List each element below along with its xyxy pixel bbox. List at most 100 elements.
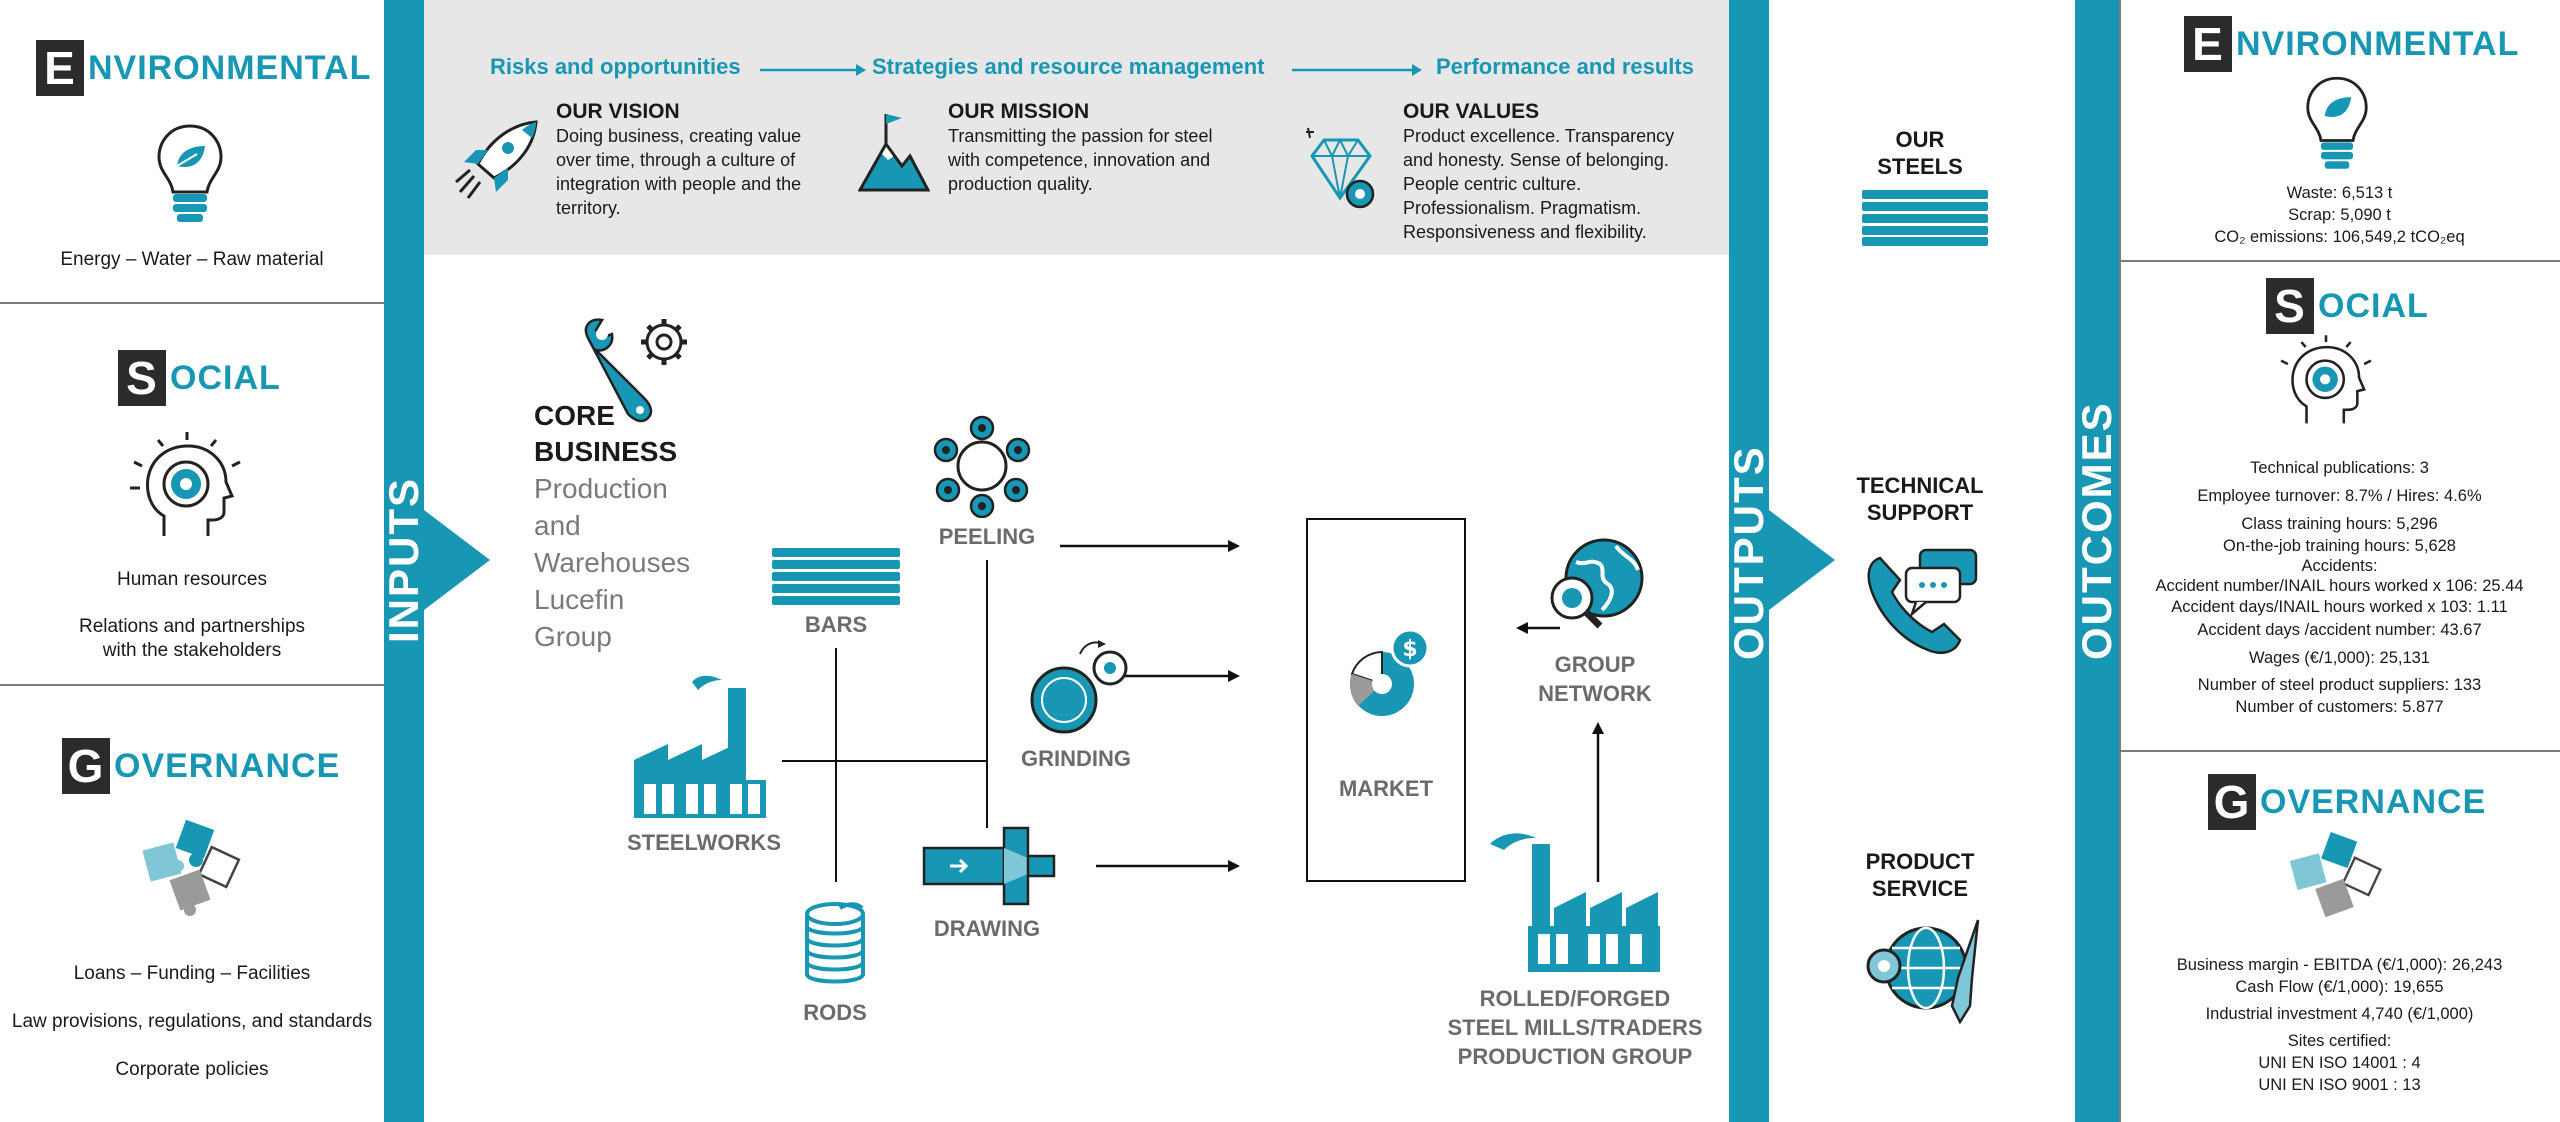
steelworks-label: STEELWORKS [626,830,781,855]
core-sub: Warehouses [534,547,691,578]
outcomes-bar [2075,0,2119,1122]
svg-text:$: $ [1402,637,1417,662]
metric-line: UNI EN ISO 14001 : 4 [2258,1054,2421,1072]
title-rest: NVIRONMENTAL [88,48,372,87]
item-text: Human resources [117,569,267,590]
outputs-bar [1729,0,1769,1122]
metric-line: Employee turnover: 8.7% / Hires: 4.6% [2197,487,2482,505]
inputs-column [0,0,386,1122]
title-rest: OCIAL [2318,286,2429,325]
outcomes-column [2119,0,2560,1122]
values-title: OUR VALUES [1403,100,1540,123]
mountain-flag-icon [858,108,930,192]
item-text: Loans – Funding – Facilities [73,963,311,984]
vision-line: over time, through a culture of [556,150,796,170]
drawing-label: DRAWING [933,916,1041,941]
core-sub: Lucefin [534,584,625,615]
item-text: with the stakeholders [102,640,282,661]
globe-gear-icon [1862,916,1986,1028]
core-business-block: CORE BUSINESS Production and Warehouses … [534,398,734,655]
vision-line: Doing business, creating value [556,126,802,146]
label-line: GROUP [1554,652,1636,677]
group-network-label: GROUP NETWORK [1520,650,1670,708]
arrow-grinding [1120,668,1240,684]
globe-magnifier-icon [1546,536,1650,640]
core-title: CORE [534,400,615,431]
title-letter: S [2266,278,2314,334]
label-line: ROLLED/FORGED [1479,986,1671,1011]
item-text: Relations and partnerships [78,616,306,637]
values-line: Responsiveness and flexibility. [1403,222,1647,242]
inputs-social-items: Human resources Relations and partnershi… [0,568,384,663]
metric-line: Accident days /accident number: 43.67 [2197,621,2482,639]
outcomes-label: OUTCOMES [2073,401,2120,660]
title-letter: S [118,350,166,406]
strategy-band [424,0,1729,255]
mission-block: OUR MISSION Transmitting the passion for… [948,100,1268,196]
vision-block: OUR VISION Doing business, creating valu… [556,100,856,220]
mission-title: OUR MISSION [948,100,1090,123]
outcomes-environmental-lines: Waste: 6,513 t Scrap: 5,090 t CO₂ emissi… [2119,182,2560,248]
inputs-governance-title: G OVERNANCE [62,738,340,794]
technical-support-label: TECHNICAL SUPPORT [1830,472,2010,526]
inputs-environmental-title: E NVIRONMENTAL [36,40,371,96]
outcomes-social-lines: Technical publications: 3 Employee turno… [2119,456,2560,718]
our-steels-label: OUR STEELS [1830,126,2010,180]
values-line: People centric culture. [1403,174,1582,194]
outcomes-governance-lines: Business margin - EBITDA (€/1,000): 26,2… [2119,954,2560,1096]
market-box [1306,518,1466,882]
title-letter: G [2208,774,2256,830]
core-sub: Production [534,473,668,504]
metric-line: Accidents: [2301,557,2378,575]
item-text: Corporate policies [115,1059,269,1080]
metric-line: UNI EN ISO 9001 : 13 [2258,1076,2421,1094]
mission-line: production quality. [948,174,1093,194]
inputs-governance-items: Loans – Funding – Facilities Law provisi… [0,962,384,1082]
item-text: Law provisions, regulations, and standar… [11,1011,373,1032]
title-rest: NVIRONMENTAL [2236,24,2520,63]
lightbulb-leaf-icon [155,122,225,227]
arrow-up [1590,722,1606,882]
values-line: Professionalism. Pragmatism. [1403,198,1642,218]
connector [782,760,988,762]
connector [986,560,988,828]
metric-line: Wages (€/1,000): 25,131 [2248,649,2430,667]
metric-line: Number of steel product suppliers: 133 [2197,676,2482,694]
item-text: Energy – Water – Raw material [60,249,324,270]
mission-line: with competence, innovation and [948,150,1211,170]
outputs-label: OUTPUTS [1725,445,1772,660]
inputs-environmental-items: Energy – Water – Raw material [0,248,384,272]
connector [835,648,837,882]
metric-line: Technical publications: 3 [2250,459,2429,477]
market-label: MARKET [1338,776,1434,801]
values-line: Product excellence. Transparency [1403,126,1675,146]
metric-line: Waste: 6,513 t [2286,184,2393,202]
head-gear-icon [2276,334,2376,428]
divider [0,684,384,686]
vision-line: integration with people and the [556,174,802,194]
vision-line: territory. [556,198,621,218]
metric-line: Industrial investment 4,740 (€/1,000) [2205,1005,2474,1023]
arrow-to-network [1516,620,1560,636]
flow-performance: Performance and results [1436,54,1694,79]
grinding-label: GRINDING [1021,746,1131,771]
inputs-arrow [424,510,490,610]
wrench-gear-icon [574,316,690,426]
label-line: OUR [1895,127,1945,152]
arrow-peeling [1060,538,1240,554]
metric-line: On-the-job training hours: 5,628 [2223,537,2456,555]
metric-line: CO₂ emissions: 106,549,2 tCO₂eq [2214,228,2465,246]
peeling-icon [926,414,1038,518]
product-service-label: PRODUCT SERVICE [1830,848,2010,902]
title-rest: OCIAL [170,358,281,397]
puzzle-icon [2280,830,2388,934]
mission-line: Transmitting the passion for steel [948,126,1213,146]
metric-line: Class training hours: 5,296 [2241,515,2438,533]
label-line: SERVICE [1871,876,1969,901]
rocket-icon [452,118,542,204]
label-line: STEEL MILLS/TRADERS [1447,1015,1703,1040]
bars-icon [772,548,900,606]
lightbulb-leaf-icon [2304,72,2370,176]
rods-coil-icon [800,900,870,990]
pie-dollar-icon: $ [1342,628,1434,724]
